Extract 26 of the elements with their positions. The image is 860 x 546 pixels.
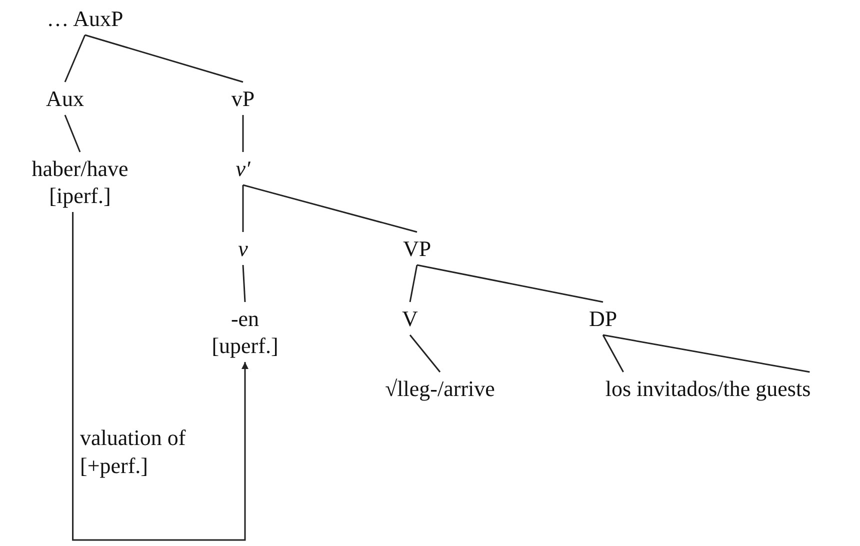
tree-branch bbox=[242, 115, 244, 152]
category-label: DP bbox=[584, 302, 622, 335]
lexical-item-label: los invitados/the guests bbox=[601, 372, 815, 405]
tree-branch bbox=[64, 114, 81, 152]
tree-branch bbox=[409, 334, 441, 372]
lexical-item-label: haber/have bbox=[32, 155, 128, 182]
lexical-item-label: √lleg-/arrive bbox=[381, 372, 499, 405]
morpheme-label: -en bbox=[230, 305, 260, 332]
category-label: VP bbox=[398, 232, 436, 265]
tree-branch bbox=[416, 264, 604, 303]
arrow bbox=[72, 212, 248, 541]
tree-branch bbox=[242, 264, 246, 302]
tree-branch bbox=[602, 334, 810, 373]
tree-branch bbox=[64, 34, 86, 82]
category-label: vP bbox=[227, 82, 259, 115]
category-label: … AuxP bbox=[42, 2, 128, 35]
feature-label: [iperf.] bbox=[48, 182, 112, 209]
feature-label: [uperf.] bbox=[212, 332, 278, 359]
tree-branch bbox=[242, 184, 418, 233]
tree-branch bbox=[242, 185, 244, 232]
category-label: V bbox=[398, 302, 422, 335]
category-label: Aux bbox=[42, 82, 88, 115]
category-label: v′ bbox=[232, 152, 254, 185]
tree-branch bbox=[84, 34, 244, 83]
tree-branch bbox=[409, 264, 418, 302]
category-label: v bbox=[234, 232, 252, 265]
